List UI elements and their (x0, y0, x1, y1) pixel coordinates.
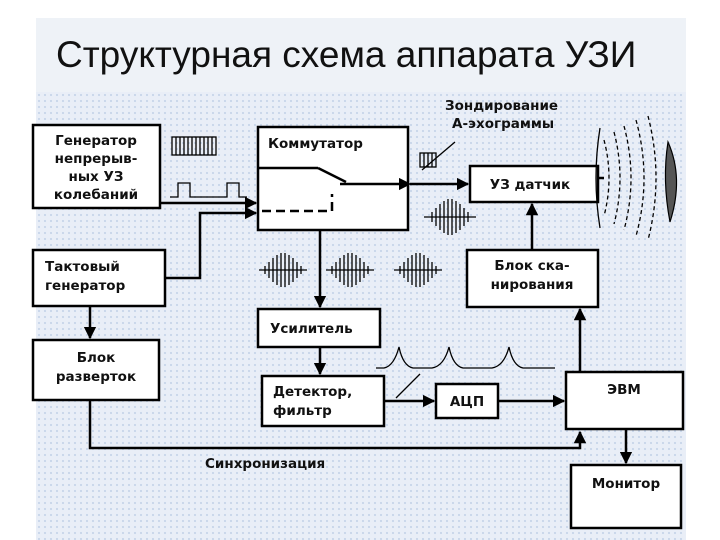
monitor-label: Монитор (592, 476, 661, 492)
probing-label-2: А-эхограммы (452, 116, 554, 132)
sweep-block: Блок разверток (31, 338, 161, 402)
clock-pulse-signal (170, 182, 247, 198)
sync-label: Синхронизация (205, 456, 325, 472)
clock-generator-label-1: Тактовый (45, 259, 120, 275)
generator-label-3: ных УЗ (69, 169, 124, 185)
generator-block: Генератор непрерыв- ных УЗ колебаний (31, 123, 162, 210)
transducer-block: УЗ датчик (468, 164, 600, 204)
adc-label: АЦП (450, 394, 484, 410)
tissue-structure (664, 139, 678, 223)
computer-block: ЭВМ (564, 370, 685, 431)
detector-block: Детектор, фильтр (260, 374, 386, 428)
scan-block-label-1: Блок ска- (494, 258, 569, 274)
adc-block: АЦП (434, 382, 500, 420)
amplifier-block: Усилитель (256, 307, 382, 349)
generator-label-2: непрерыв- (55, 151, 138, 167)
computer-label: ЭВМ (607, 382, 641, 398)
monitor-block: Монитор (569, 463, 683, 530)
slide-title: Структурная схема аппарата УЗИ (36, 18, 686, 92)
commutator-block: Коммутатор (256, 125, 410, 232)
detector-label-1: Детектор, (273, 384, 352, 400)
scan-block: Блок ска- нирования (465, 248, 600, 309)
envelope-signal (376, 346, 555, 399)
echo-burst-transducer (424, 199, 476, 235)
clock-generator-label-2: генератор (45, 278, 126, 294)
sweep-block-label-2: разверток (56, 369, 136, 385)
ultrasound-waves (595, 115, 678, 241)
detector-label-2: фильтр (273, 403, 332, 419)
probing-label-1: Зондирование (445, 98, 558, 114)
echo-burst-1 (259, 253, 307, 287)
continuous-wave-signal (171, 136, 217, 156)
probe-pulse-signal (419, 141, 456, 171)
scan-block-label-2: нирования (491, 277, 574, 293)
clock-generator-block: Тактовый генератор (31, 248, 167, 308)
generator-label-4: колебаний (54, 187, 138, 203)
sweep-block-label-1: Блок (77, 350, 116, 366)
echo-burst-3 (394, 253, 442, 287)
amplifier-label: Усилитель (270, 321, 353, 337)
arrow-sync (88, 400, 587, 450)
arrow-clock-commutator (165, 206, 258, 280)
generator-label-1: Генератор (55, 133, 137, 149)
commutator-switch (258, 166, 408, 213)
transducer-label: УЗ датчик (490, 177, 570, 193)
echo-burst-2 (326, 253, 374, 287)
commutator-label: Коммутатор (268, 136, 363, 152)
